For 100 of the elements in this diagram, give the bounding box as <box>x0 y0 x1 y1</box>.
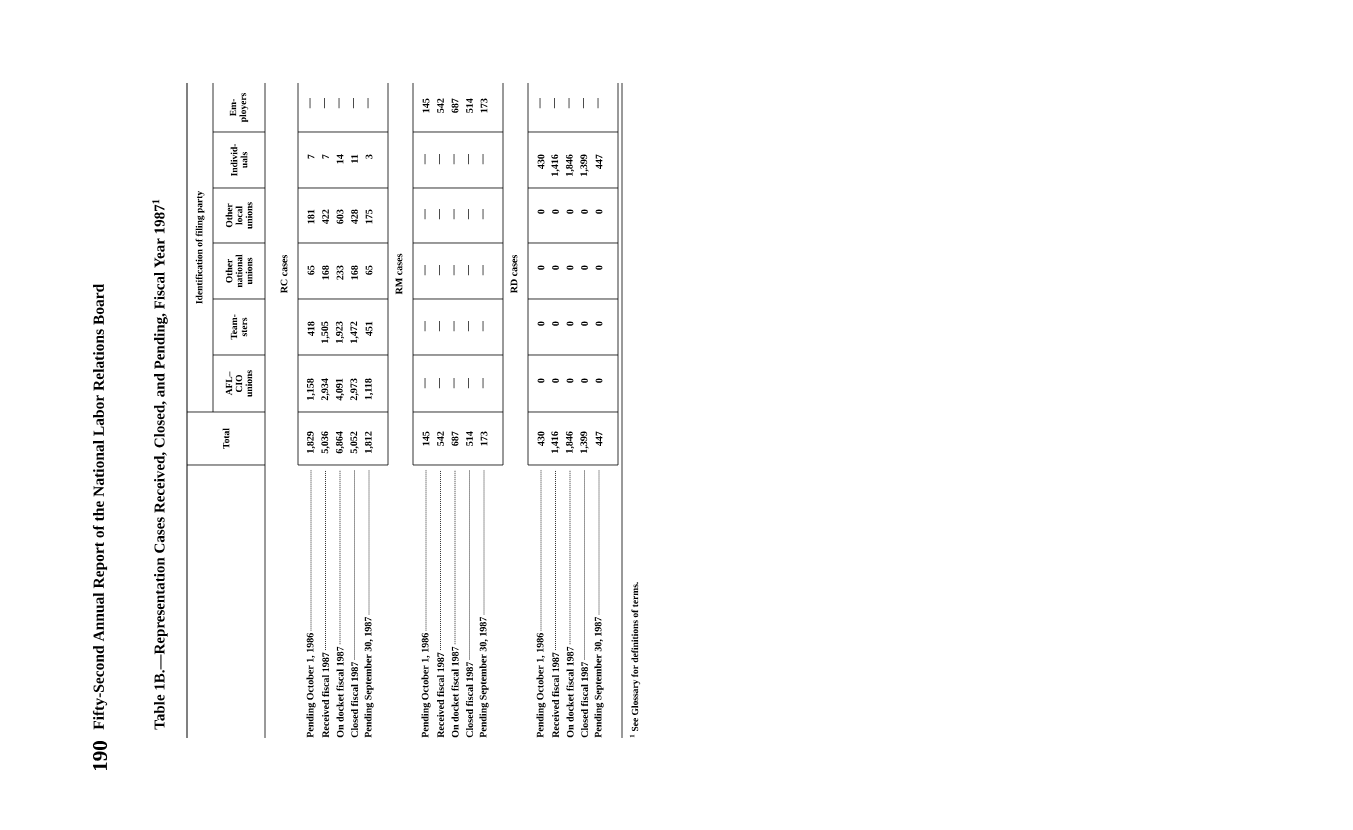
table-cell: 11 <box>351 154 358 163</box>
table-cell: 0 <box>566 321 574 326</box>
table-cell: 0 <box>566 265 574 270</box>
section-heading: RD cases <box>510 254 518 294</box>
table-cell: — <box>439 378 440 389</box>
table-cell: 233 <box>336 265 344 280</box>
table-cell: — <box>424 378 426 389</box>
table-cell: — <box>453 209 455 220</box>
table-cell: — <box>482 321 484 332</box>
table-cell: 1,158 <box>306 378 316 400</box>
table-cell: 4,091 <box>335 378 345 401</box>
row-label: Received fiscal 1987 <box>436 469 445 738</box>
table-cell: 0 <box>537 321 545 326</box>
table-cell: 418 <box>307 321 315 337</box>
section-heading: RM cases <box>395 253 403 295</box>
table-cell: 1,118 <box>364 378 374 400</box>
table-cell: 514 <box>466 431 473 446</box>
table-cell: 422 <box>322 209 329 225</box>
row-label: On docket fiscal 1987 <box>566 469 574 738</box>
table-cell: 0 <box>595 321 603 326</box>
table-cell: — <box>468 209 469 220</box>
table-cell: — <box>324 98 325 109</box>
table-cell: — <box>568 98 570 109</box>
table-cell: 430 <box>537 431 545 447</box>
table-cell: — <box>468 265 469 276</box>
table-cell: — <box>482 154 484 165</box>
table-cell: — <box>338 98 340 109</box>
column-header: Other local unions <box>225 202 253 229</box>
row-label: Received fiscal 1987 <box>551 469 560 738</box>
table-cell: 0 <box>581 321 588 326</box>
row-label: Closed fiscal 1987 <box>465 469 474 738</box>
page-number: 190 <box>92 741 108 771</box>
table-cell: 0 <box>552 378 559 383</box>
table-cell: — <box>583 98 584 109</box>
table-cell: — <box>367 98 369 109</box>
table-cell: — <box>597 98 599 109</box>
row-label: Closed fiscal 1987 <box>350 469 359 738</box>
row-label: Pending October 1, 1986 <box>306 469 316 738</box>
column-header: Em- ployers <box>229 92 249 123</box>
table-cell: — <box>554 98 555 109</box>
table-cell: 0 <box>581 378 588 383</box>
table-cell: 168 <box>322 265 329 280</box>
table-cell: 7 <box>307 154 315 159</box>
row-label: On docket fiscal 1987 <box>336 469 344 738</box>
table-cell: 2,934 <box>321 378 330 401</box>
table-cell: 0 <box>595 378 603 383</box>
table-cell: 0 <box>581 265 588 270</box>
row-label: On docket fiscal 1987 <box>451 469 459 738</box>
table-cell: 1,812 <box>364 431 374 453</box>
table-cell: — <box>439 154 440 165</box>
table-cell: 542 <box>437 98 444 113</box>
table-cell: 181 <box>307 209 315 224</box>
table-cell: 603 <box>336 209 344 224</box>
column-header: AFL– CIO unions <box>225 370 253 397</box>
row-label: Pending October 1, 1986 <box>536 469 546 738</box>
table-cell: 1,846 <box>565 431 575 453</box>
group-header: Identification of filing party <box>195 190 205 304</box>
table-cell: — <box>309 98 311 109</box>
table-cell: 65 <box>365 265 373 275</box>
table-cell: — <box>468 154 469 165</box>
table-cell: 0 <box>595 209 603 214</box>
table-cell: 5,052 <box>350 431 359 454</box>
table-cell: — <box>424 265 426 276</box>
table-cell: — <box>424 154 426 165</box>
table-cell: 145 <box>422 431 430 446</box>
table-cell: 0 <box>566 378 574 383</box>
table-cell: 6,864 <box>335 431 345 454</box>
table-cell: 687 <box>451 431 459 446</box>
table-cell: — <box>482 378 484 389</box>
table-cell: — <box>439 265 440 276</box>
table-cell: 0 <box>552 209 559 214</box>
table-cell: 0 <box>537 265 545 270</box>
table-cell: 5,036 <box>321 431 330 454</box>
table-cell: — <box>468 378 469 389</box>
table-cell: 1,505 <box>321 321 330 343</box>
table-cell: 65 <box>307 265 315 275</box>
table-cell: — <box>453 378 455 389</box>
table-cell: 3 <box>365 154 373 159</box>
row-label: Pending October 1, 1986 <box>421 469 431 738</box>
row-label: Pending September 30, 1987 <box>594 469 604 738</box>
table-cell: 173 <box>480 431 488 446</box>
table-cell: — <box>439 209 440 220</box>
column-header: Other national unions <box>225 254 253 288</box>
table-title: Table 1B.—Representation Cases Received, Closed, and Pending, Fiscal Year 1987$^{1}$ <box>152 199 168 730</box>
table-cell: 447 <box>595 431 603 447</box>
table-cell: 1,472 <box>350 321 359 343</box>
table-cell: 0 <box>537 378 545 383</box>
table-cell: 428 <box>351 209 358 225</box>
table-cell: 173 <box>480 98 488 113</box>
table-cell: 542 <box>437 431 444 446</box>
table-cell: 0 <box>552 265 559 270</box>
row-label: Pending September 30, 1987 <box>364 469 374 738</box>
table-cell: 1,846 <box>565 154 575 176</box>
table-cell: 451 <box>365 321 373 337</box>
table-cell: — <box>353 98 354 109</box>
running-head: Fifty-Second Annual Report of the National Labor Relations Board <box>92 283 108 730</box>
table-cell: 1,399 <box>580 154 589 176</box>
table-cell: 0 <box>537 209 545 214</box>
table-cell: — <box>468 321 469 332</box>
table-cell: — <box>539 98 541 109</box>
